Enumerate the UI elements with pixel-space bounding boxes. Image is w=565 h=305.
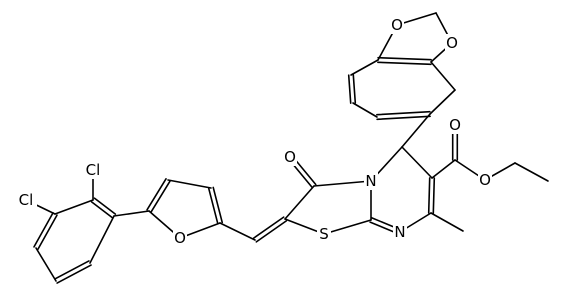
- single-bond-Ph6-Ph1: [89, 215, 115, 264]
- single-bond-C6-C_est: [431, 159, 456, 179]
- atom-label-background: [478, 171, 492, 189]
- atom-label-cl-2: Cl: [19, 191, 34, 209]
- single-bond-Ph4-Ph5: [35, 247, 57, 282]
- single-bond-C7-Me: [430, 212, 464, 232]
- double-bond-Ph5-Ph6: [54, 260, 90, 280]
- double-bond-BD_g-BD_f: [376, 110, 431, 116]
- double-bond-Fu2-Fu3: [207, 187, 219, 225]
- single-bond-BD_e-BD_g: [352, 102, 378, 118]
- double-bond-C6-C7: [427, 177, 431, 214]
- single-bond-BD_d-BD_b: [430, 61, 456, 91]
- double-bond-Fu4-Fu5: [150, 180, 171, 214]
- single-bond-Fu5-Ph1: [113, 210, 150, 217]
- double-bond-BD_c-BD_e: [352, 74, 357, 104]
- double-bond-C2-CHm: [255, 220, 288, 243]
- atom-label-background: [82, 161, 104, 179]
- double-bond-Fu4-Fu5: [146, 177, 167, 211]
- double-bond-Ph3-Ph4: [33, 212, 54, 248]
- atom-label-background: [390, 16, 404, 34]
- atom-label-background: [393, 223, 407, 241]
- double-bond-Fu2-Fu3: [212, 186, 224, 224]
- atom-label-s-ring: S: [319, 225, 329, 243]
- single-bond-C5-C6: [401, 146, 433, 179]
- single-bond-S1-C8a: [323, 219, 372, 235]
- atom-label-background: [283, 148, 297, 166]
- atom-label-o-furan: O: [174, 229, 186, 247]
- single-bond-BD_f-C5: [401, 113, 431, 148]
- single-bond-N_r-C3: [313, 180, 372, 187]
- atom-label-background: [15, 191, 37, 209]
- double-bond-Ph1-Ph2: [93, 197, 117, 215]
- double-bond-C6-C7: [432, 177, 436, 214]
- atom-label-background: [173, 229, 187, 247]
- atom-label-background: [317, 225, 331, 243]
- double-bond-Ph5-Ph6: [56, 264, 92, 284]
- double-bond-Ph1-Ph2: [90, 201, 114, 219]
- single-bond-C3-C2: [284, 185, 315, 220]
- double-bond-BD_g-BD_f: [376, 115, 431, 121]
- single-bond-BD_a-BD_c: [350, 59, 379, 76]
- atom-label-o-bd1: O: [391, 16, 403, 34]
- atom-label-background: [448, 116, 462, 134]
- atom-label-background: [445, 34, 459, 52]
- atom-label-o-oxo: O: [284, 148, 296, 166]
- double-bond-BD_a-BD_b: [377, 56, 432, 61]
- double-bond-BD_a-BD_b: [377, 61, 432, 66]
- bonds: [25, 12, 549, 284]
- single-bond-CH2e-CH3e: [514, 162, 549, 182]
- atom-label-o-bd2: O: [446, 34, 458, 52]
- single-bond-CHm-Fu2: [219, 222, 256, 241]
- atom-label-o-ester-carbonyl: O: [449, 116, 461, 134]
- double-bond-C2-CHm: [252, 216, 285, 239]
- atom-label-n-imine: N: [394, 223, 405, 241]
- atom-label-n-ring: N: [365, 172, 376, 190]
- single-bond-Fu3-Fu4: [167, 179, 212, 189]
- double-bond-BD_c-BD_e: [347, 74, 352, 104]
- atom-label-background: [364, 172, 378, 190]
- double-bond-Ph3-Ph4: [37, 214, 58, 250]
- single-bond-Ph2-Ph3: [54, 199, 94, 215]
- atom-label-cl-1: Cl: [86, 161, 101, 179]
- atom-label-o-ester-ether: O: [479, 171, 491, 189]
- single-bond-BD_f-BD_d: [429, 89, 456, 115]
